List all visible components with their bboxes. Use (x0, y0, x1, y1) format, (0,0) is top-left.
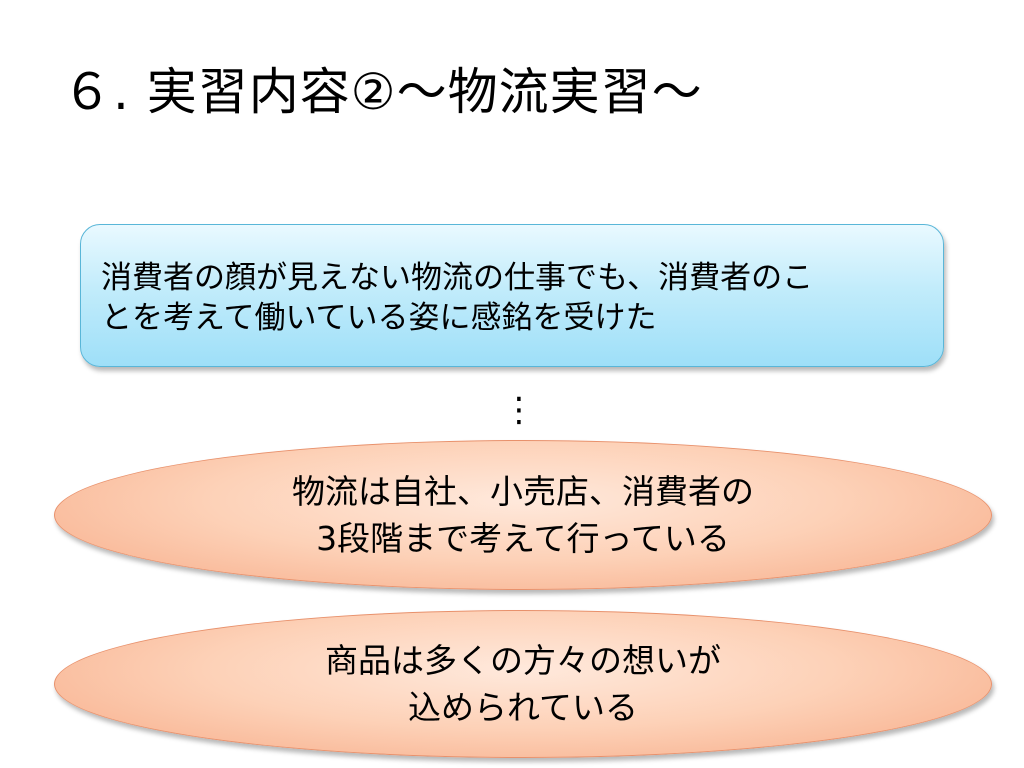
products-ellipse: 商品は多くの方々の想いが 込められている (54, 610, 992, 758)
products-text: 商品は多くの方々の想いが 込められている (325, 637, 721, 731)
vertical-ellipsis: ⋮ (502, 390, 536, 430)
products-line-1: 商品は多くの方々の想いが (325, 641, 721, 680)
logistics-line-2: 3段階まで考えて行っている (316, 519, 730, 558)
impression-line-2: とを考えて働いている姿に感銘を受けた (101, 300, 657, 336)
slide-title: ６. 実習内容②～物流実習～ (62, 63, 703, 121)
impression-box: 消費者の顔が見えない物流の仕事でも、消費者のこ とを考えて働いている姿に感銘を受… (80, 224, 944, 367)
logistics-ellipse: 物流は自社、小売店、消費者の 3段階まで考えて行っている (54, 440, 992, 590)
products-line-2: 込められている (407, 688, 638, 727)
impression-text: 消費者の顔が見えない物流の仕事でも、消費者のこ とを考えて働いている姿に感銘を受… (101, 258, 923, 338)
logistics-text: 物流は自社、小売店、消費者の 3段階まで考えて行っている (292, 468, 754, 562)
impression-line-1: 消費者の顔が見えない物流の仕事でも、消費者のこ (101, 260, 814, 296)
logistics-line-1: 物流は自社、小売店、消費者の (292, 472, 754, 511)
